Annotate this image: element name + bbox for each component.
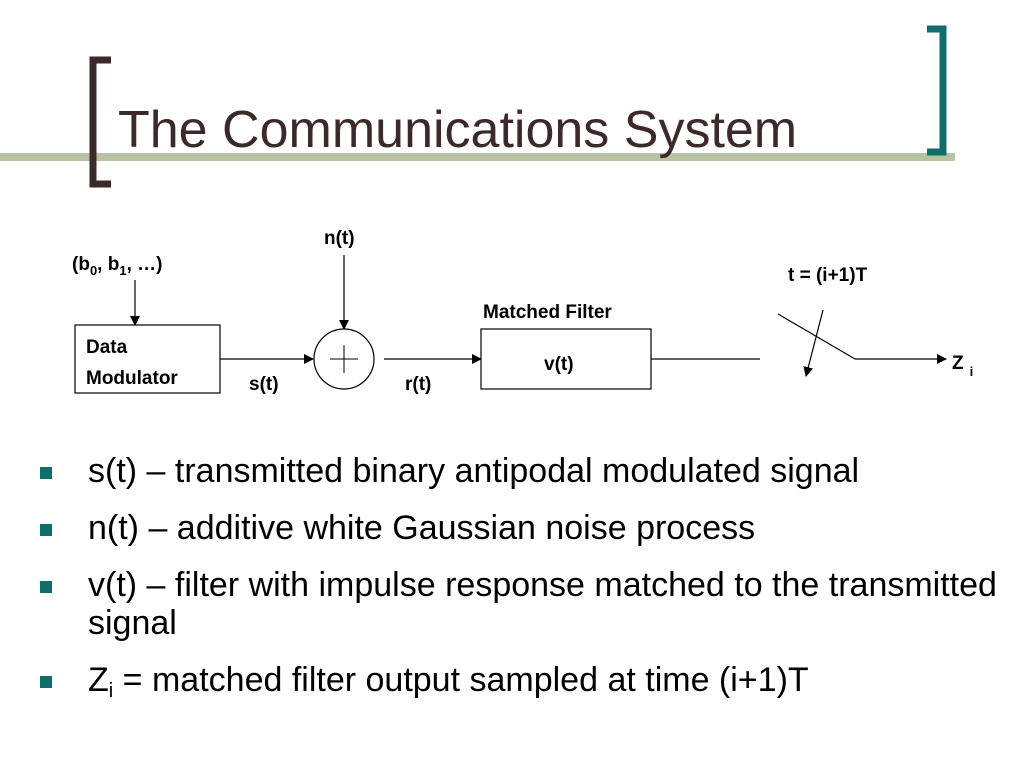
bullet-item: v(t) – filter with impulse response matc… [40,566,1010,642]
left-bracket [89,56,111,188]
input-bits-label: (b0, b1, …) [72,254,162,278]
matched-filter-title: Matched Filter [483,302,612,323]
modulator-label-line2: Modulator [86,368,178,389]
bullet-marker [40,676,52,688]
bullet-item: Zi = matched filter output sampled at ti… [40,661,1010,702]
bullet-text: v(t) – filter with impulse response matc… [88,566,997,642]
bullet-item: n(t) – additive white Gaussian noise pro… [40,509,1010,547]
right-bracket [927,25,947,156]
bullet-text: n(t) – additive white Gaussian noise pro… [88,509,756,547]
communications-block-diagram: (b0, b1, …) Data Modulator s(t) n(t) r(t… [72,228,973,395]
bullet-text: s(t) – transmitted binary antipodal modu… [88,452,860,490]
noise-label: n(t) [324,228,355,249]
bullet-marker [40,524,52,536]
slide-title: The Communications System [118,101,798,159]
matched-filter-label: v(t) [544,354,574,375]
signal-label: s(t) [249,374,279,395]
sample-time-label: t = (i+1)T [788,265,868,286]
title-brackets [89,25,947,188]
bullet-marker [40,467,52,479]
bullet-item: s(t) – transmitted binary antipodal modu… [40,452,1010,490]
data-modulator-block [74,324,221,394]
matched-filter-block [480,328,652,390]
bullet-list: s(t) – transmitted binary antipodal modu… [40,452,1010,718]
modulator-label-line1: Data [86,337,128,358]
bullet-text: Zi = matched filter output sampled at ti… [88,661,809,702]
bullet-marker [40,581,52,593]
sampler-rotation-arrow [803,309,824,377]
title-underline-bar [0,153,955,161]
received-label: r(t) [405,374,431,395]
